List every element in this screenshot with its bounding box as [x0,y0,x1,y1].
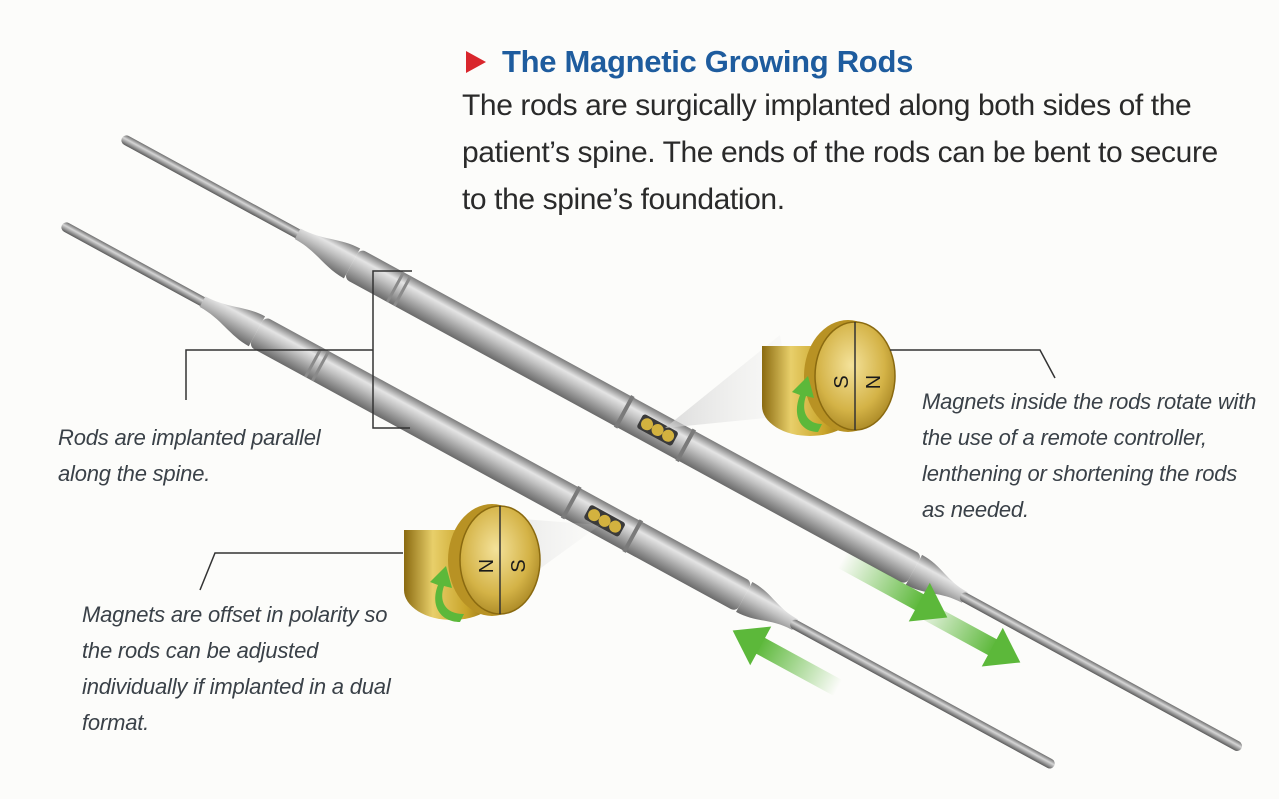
lower-pole-left: N [476,559,498,573]
lower-magnet-leader [199,552,403,591]
rotation-arrow-icon [792,376,822,432]
upper-pole-right: N [863,375,885,389]
lower-rod [61,222,1055,769]
lower-pole-right: S [508,559,530,572]
rods-bracket [185,270,412,429]
page-title: The Magnetic Growing Rods [502,44,914,79]
callout-rods-parallel: Rods are implanted parallel along the sp… [58,425,321,486]
callout-magnets-offset: Magnets are offset in polarity so the ro… [82,602,391,735]
direction-arrow-icon [910,597,1021,667]
description: The rods are surgically implanted along … [462,89,1218,216]
callout-magnets-rotate: Magnets inside the rods rotate with the … [922,389,1257,522]
upper-magnet-leader [890,349,1056,379]
upper-rod [121,135,1243,751]
lower-magnet: N S [404,504,600,622]
header: The Magnetic Growing Rods The rods are s… [462,44,1262,223]
upper-pole-left: S [831,375,853,388]
direction-arrow-icon [732,626,843,696]
title-row: The Magnetic Growing Rods [462,44,1262,80]
rotation-arrow-icon [430,566,464,622]
play-arrow-icon [466,51,486,73]
upper-magnet: S N [665,320,896,436]
